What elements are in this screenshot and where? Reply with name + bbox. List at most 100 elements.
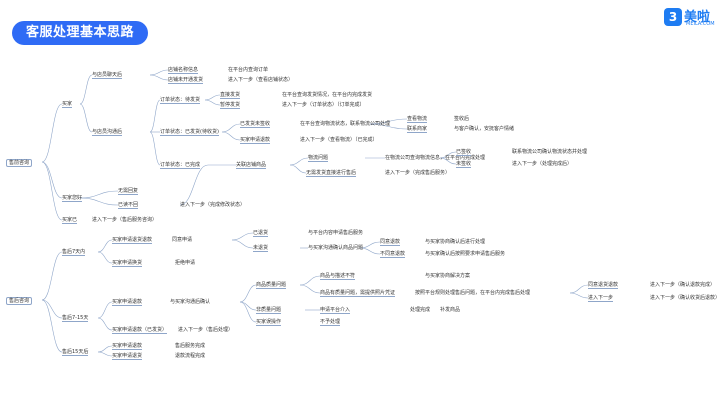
connector-line [149,99,161,133]
connector-line [299,275,321,286]
connector-line [97,301,113,319]
node-a-l4: 买家申请退款（已发货） [112,327,168,334]
node-p-l3: 订单状态：待发货 [160,97,201,104]
connector-line [289,164,307,174]
node-p-r1: 在平台内查询订单 [228,67,269,73]
node-a-l1: 买家申请退货退款 [112,237,153,244]
connector-line [369,123,408,130]
node-p-n2: 买家您好 [62,195,83,202]
node-p-m9: 进入下一步（完成修改状态） [180,202,246,208]
connector-line [289,157,309,166]
node-p-r16: 进入下一步（处理完成后） [512,161,573,167]
node-a-r14: 与买家协商确认后进行处理 [425,239,486,245]
connector-line [97,351,113,357]
node-p-l1: 与店员聊天后 [92,72,123,79]
node-p-r15: 联系物流公司确认物流状态并处理 [512,149,588,155]
node-a-r1: 与平台内容申请售后服务 [308,230,364,236]
connector-line [97,239,113,253]
node-p-l5: 订单状态：已完成 [160,162,201,169]
connector-line [41,299,63,319]
node-a-m7: 非质量问题 [256,307,282,314]
node-p-r13: 已签收 [456,149,472,156]
node-p-m8: 无需发货直接进行售后 [306,170,357,177]
node-p-r9: 签收后 [454,116,470,122]
node-p-r12: 在物流公司查询物流信息，在平台内完成处理 [385,155,486,161]
connector-line [97,251,113,264]
connector-line [79,74,93,105]
node-a-m11: 进入下一步（售后处理） [178,327,234,333]
connector-line [204,99,221,106]
node-a-r15: 不予处理 [320,319,341,326]
connector-line [231,239,254,249]
connector-line [359,247,381,255]
node-a-l6: 买家申请退货 [112,353,143,360]
node-a-r16: 同意退货退款 [588,282,619,289]
connector-line [439,157,457,165]
connector-line [179,164,209,206]
node-pre: 售前咨询 [6,159,33,167]
node-p-r4: 进入下一步（订单状态）（订单完成） [282,102,365,108]
node-a-r18: 进入下一步 [588,295,614,302]
brand-name: 美啦 [684,10,711,25]
connector-line [41,103,63,163]
node-p-r8: 联系商家 [407,126,428,133]
node-p-l6: 无需回复 [118,188,139,195]
node-p-r17: 进入下一步（完成售后服务） [385,170,451,176]
node-a-l2: 买家申请换货 [112,260,143,267]
connector-line [41,299,63,353]
node-a-n3: 售后15天后 [62,349,89,356]
node-a-m3: 售后服务完成 [175,343,206,349]
node-a-m5: 与买家沟通后确认 [170,299,211,305]
node-a-l3: 买家申请退款 [112,299,143,306]
node-a-r10: 商品与描述不符 [320,273,356,280]
node-p-r14: 未签收 [456,161,472,168]
connector-line [439,151,457,159]
node-a-r6: 不同意退款 [380,251,406,258]
node-a-m2: 拒绝申请 [175,260,196,266]
node-p-m5: 已发货未签收 [240,121,271,128]
node-a-r20: 处理完成 [410,307,431,313]
page-title: 客服处理基本思路 [12,21,148,45]
node-a-r2: 与买家沟通确认商品问题 [308,245,364,251]
connector-line [41,161,63,221]
connector-line [149,131,161,166]
brand-logo-icon: 3 [664,8,682,26]
node-p-r3: 在平台查询发货情况，在平台内完成发货 [282,92,373,98]
node-a-m4: 退款流程完成 [175,353,206,359]
node-p-m4: 暂停发货 [220,102,241,109]
node-a-r19: 进入下一步（确认退款完成） [650,282,716,288]
node-a-m6: 商品质量问题 [256,282,287,289]
node-after: 售后咨询 [6,297,33,305]
node-p-r11: 物流问题 [308,155,329,162]
node-a-r17: 进入下一步（确认收货后退款） [650,295,720,301]
connector-line [569,284,589,294]
connector-line [204,94,221,101]
node-p-l8: 进入下一步（售后服务咨询） [92,217,158,223]
connector-line [231,232,254,241]
connector-line [79,190,119,199]
connector-line [359,241,381,249]
node-a-n1: 售后7天内 [62,249,86,256]
connector-line [97,345,113,353]
node-a-r8: 补发商品 [440,307,461,313]
node-p-m7: 关联店铺商品 [236,162,267,169]
node-a-r7: 与买家确认后按照要求申请售后服务 [425,251,506,257]
node-p-r7: 查看物流 [407,116,428,123]
node-p-l2: 与店员沟通后 [92,129,123,136]
node-p-r6: 进入下一步（查看物流）（已完成） [300,137,378,143]
brand-domain: MEILA.COM [686,21,715,27]
node-a-r9: 申请平台介入 [320,307,351,314]
node-a-r5: 同意退款 [380,239,401,246]
node-p-m1: 店铺名称信息 [168,67,199,74]
connector-line [41,251,63,301]
node-p-n3: 买家已 [62,217,78,224]
connector-line [79,103,93,133]
connector-line [149,69,169,76]
node-p-l4: 订单状态：已发货(待收货) [160,129,219,136]
node-a-r3: 已退货 [253,230,269,237]
node-a-n2: 售后7-15天 [62,315,89,322]
node-a-m1: 同意申请 [172,237,193,243]
connector-line [221,123,241,133]
node-p-n1: 买家 [62,101,73,108]
